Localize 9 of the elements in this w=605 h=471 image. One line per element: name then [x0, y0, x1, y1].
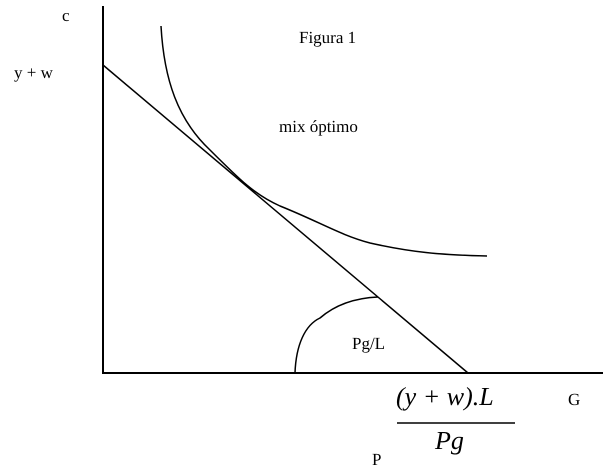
fraction-numerator: (y + w).L — [396, 384, 494, 410]
footer-text: P — [372, 449, 382, 471]
axis-value-label: y + w — [14, 62, 53, 84]
fraction-denominator: Pg — [435, 428, 464, 454]
axis-label: c — [62, 5, 70, 27]
figure-title: Figura 1 — [299, 27, 356, 49]
curve-label: mix óptimo — [279, 116, 358, 138]
angle-label: Pg/L — [352, 333, 386, 355]
axis-label: G — [568, 389, 580, 411]
